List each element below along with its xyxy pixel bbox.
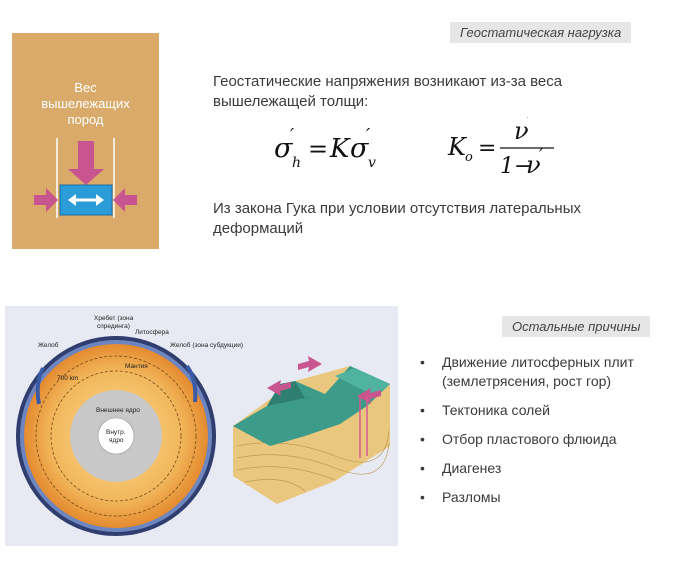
svg-text:′: ′ — [527, 117, 531, 132]
svg-text:v: v — [368, 155, 376, 171]
outer-core-label: Внешнее ядро — [96, 407, 140, 414]
svg-text:σ: σ — [274, 133, 294, 164]
earth-diagram: Хребет (зона спрединга) Литосфера Желоб … — [16, 314, 390, 536]
svg-text:h: h — [292, 155, 301, 171]
overburden-label-line: пород — [67, 112, 104, 127]
depth-label: 700 km — [57, 375, 78, 382]
svg-text:=: = — [308, 135, 328, 163]
earth-structure-figure: Хребет (зона спрединга) Литосфера Желоб … — [5, 306, 398, 546]
trench-left-label: Желоб — [38, 341, 59, 349]
causes-list: Движение литосферных плит (землетрясения… — [418, 353, 676, 507]
list-item: Тектоника солей — [418, 401, 676, 420]
slide-tag-geostatic: Геостатическая нагрузка — [450, 22, 632, 43]
svg-text:K: K — [447, 133, 468, 161]
svg-text:1−: 1− — [500, 154, 532, 179]
list-item: Диагенез — [418, 459, 676, 478]
overburden-label-line: вышележащих — [41, 96, 130, 111]
trench-right-label: Желоб (зона субдукции) — [170, 341, 243, 349]
geostatic-intro-text: Геостатические напряжения возникают из-з… — [213, 73, 563, 110]
svg-text:′: ′ — [366, 127, 370, 146]
list-item: Разломы — [418, 488, 676, 507]
svg-text:σ: σ — [350, 133, 370, 164]
overburden-figure: Вес вышележащих пород — [12, 33, 159, 249]
slide-tag-other-causes: Остальные причины — [502, 316, 651, 337]
ridge-label: спрединга) — [97, 323, 130, 330]
inner-core-label: ядро — [109, 437, 124, 444]
svg-text:′: ′ — [290, 127, 294, 146]
horizontal-stress-equation: σ ′ h = K σ ′ v — [274, 127, 376, 171]
list-item: Отбор пластового флюида — [418, 430, 676, 449]
k0-equation: K o = ν ′ 1− ν ′ — [447, 117, 554, 179]
overburden-label-line: Вес — [74, 80, 97, 95]
list-item: Движение литосферных плит (землетрясения… — [418, 353, 676, 391]
svg-text:′: ′ — [539, 146, 543, 166]
svg-text:ν: ν — [514, 117, 529, 145]
svg-text:ν: ν — [526, 151, 541, 179]
svg-text:o: o — [465, 150, 473, 165]
svg-text:=: = — [478, 136, 496, 161]
inner-core-label: Внутр. — [106, 429, 126, 436]
overburden-diagram — [34, 138, 137, 218]
overburden-label: Вес вышележащих пород — [12, 80, 159, 128]
mantle-label: Мантия — [125, 363, 148, 370]
lithosphere-label: Литосфера — [135, 329, 169, 336]
ridge-label: Хребет (зона — [94, 314, 134, 322]
svg-text:K: K — [329, 134, 351, 164]
hooke-law-text: Из закона Гука при условии отсутствия ла… — [213, 200, 581, 237]
